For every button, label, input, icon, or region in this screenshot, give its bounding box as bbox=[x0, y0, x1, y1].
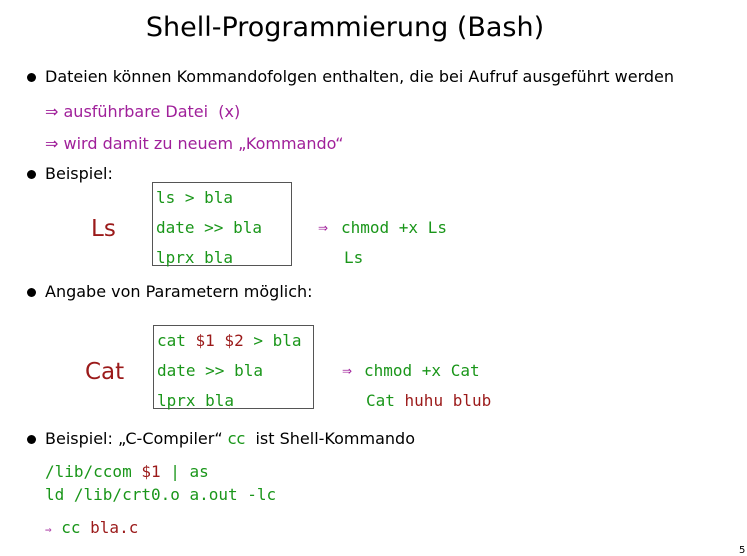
code-box bbox=[153, 325, 314, 409]
script-name: Ls bbox=[91, 216, 116, 242]
code-line: date >> bla bbox=[157, 361, 263, 380]
code-line: date >> bla bbox=[156, 218, 262, 237]
bullet-text: Dateien können Kommandofolgen enthalten,… bbox=[45, 67, 675, 86]
slide-title: Shell-Programmierung (Bash) bbox=[145, 12, 545, 43]
code-line: ld /lib/crt0.o a.out -lc bbox=[45, 485, 277, 504]
bullet-icon bbox=[27, 288, 36, 297]
code-line: ls > bla bbox=[156, 188, 234, 207]
command: Cat huhu blub bbox=[366, 391, 492, 410]
arrow-icon: ⇒ bbox=[318, 221, 329, 235]
bullet-text: Beispiel: „C-Compiler“ cc ist Shell-Komm… bbox=[45, 429, 415, 448]
bullet-icon bbox=[27, 73, 36, 82]
command: ⇒ cc bla.c bbox=[45, 518, 139, 537]
code-line: /lib/ccom $1 | as bbox=[45, 462, 209, 481]
code-line: lprx bla bbox=[157, 391, 235, 410]
page-number: 5 bbox=[739, 545, 746, 556]
bullet-text: Angabe von Parametern möglich: bbox=[45, 282, 313, 301]
command: Ls bbox=[344, 248, 364, 267]
sub-point: ⇒ ausführbare Datei (x) bbox=[45, 102, 241, 121]
code-box bbox=[152, 182, 292, 266]
bullet-text: Beispiel: bbox=[45, 164, 113, 183]
sub-point: ⇒ wird damit zu neuem „Kommando“ bbox=[45, 134, 344, 153]
arrow-icon: ⇒ bbox=[342, 364, 353, 378]
command: chmod +x Ls bbox=[341, 218, 447, 237]
command: chmod +x Cat bbox=[364, 361, 480, 380]
bullet-icon bbox=[27, 170, 36, 179]
bullet-icon bbox=[27, 435, 36, 444]
code-line: lprx bla bbox=[156, 248, 234, 267]
code-line: cat $1 $2 > bla bbox=[157, 331, 302, 350]
script-name: Cat bbox=[85, 359, 125, 385]
